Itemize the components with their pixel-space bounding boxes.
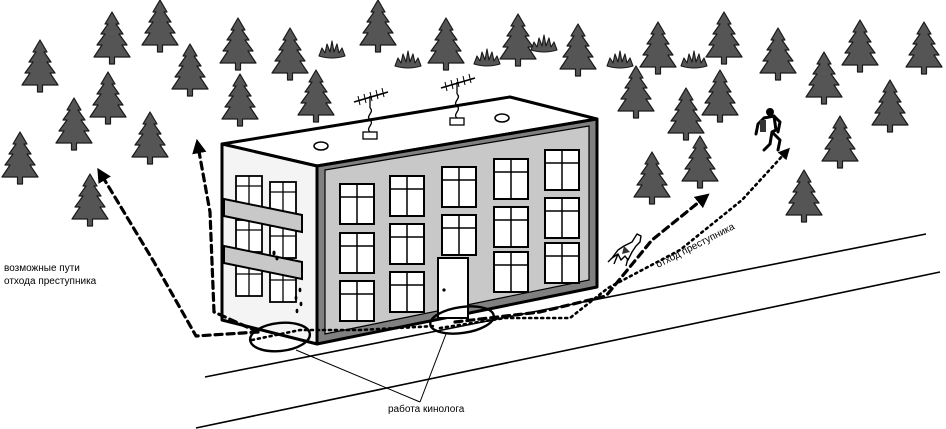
- spruce-tree-icon: [171, 43, 209, 97]
- bush-icon: [473, 48, 501, 67]
- spruce-tree-icon: [617, 65, 655, 119]
- street-edge-far: [195, 271, 941, 429]
- dog-handler-work-label: работа кинолога: [388, 403, 465, 415]
- apartment-building: [220, 73, 599, 346]
- roof-vent: [494, 113, 510, 123]
- escape-paths-label-line2: отхода преступника: [4, 276, 97, 287]
- escape-routes: [97, 138, 790, 342]
- spruce-tree-icon: [705, 11, 743, 65]
- spruce-tree-icon: [633, 151, 671, 205]
- dog-handler-zone-left: [248, 321, 312, 353]
- spruce-tree-icon: [821, 115, 859, 169]
- spruce-tree-icon: [639, 21, 677, 75]
- spruce-tree-icon: [559, 23, 597, 77]
- bush-icon: [680, 50, 708, 69]
- spruce-tree-icon: [141, 0, 179, 53]
- balcony: [223, 197, 303, 234]
- spruce-tree-icon: [871, 79, 909, 133]
- escape-path-up: [192, 138, 260, 334]
- spruce-tree-icon: [905, 21, 943, 75]
- spruce-tree-icon: [219, 17, 257, 71]
- entrance-door: [437, 257, 469, 319]
- spruce-tree-icon: [427, 17, 465, 71]
- spruce-tree-icon: [785, 169, 823, 223]
- spruce-tree-icon: [841, 19, 879, 73]
- dog-handler-zones: [248, 305, 495, 353]
- spruce-tree-icon: [93, 11, 131, 65]
- spruce-tree-icon: [21, 39, 59, 93]
- escape-path-left: [97, 167, 260, 338]
- criminal-track-dotted: [438, 147, 790, 330]
- dog-handler-zone-front: [429, 305, 495, 335]
- spruce-tree-icon: [271, 27, 309, 81]
- label-leader-lines: [295, 333, 447, 403]
- spruce-tree-icon: [71, 173, 109, 227]
- dog-track-dotted: [250, 324, 438, 342]
- bush-icon: [530, 34, 558, 53]
- spruce-tree-icon: [805, 51, 843, 105]
- escape-path-right: [453, 193, 710, 324]
- roof-vent: [313, 141, 329, 151]
- search-dog-icon: [607, 233, 642, 267]
- spruce-tree-icon: [89, 71, 127, 125]
- escape-paths-label-line1: возможные пути: [4, 263, 80, 274]
- spruce-tree-icon: [131, 111, 169, 165]
- spruce-tree-icon: [221, 73, 259, 127]
- footprints-icon: [272, 250, 303, 314]
- spruce-tree-icon: [55, 97, 93, 151]
- spruce-tree-icon: [667, 87, 705, 141]
- bush-icon: [318, 40, 346, 59]
- spruce-tree-icon: [759, 27, 797, 81]
- spruce-tree-icon: [359, 0, 397, 53]
- bush-icon: [606, 50, 634, 69]
- spruce-tree-icon: [1, 131, 39, 185]
- spruce-tree-icon: [499, 13, 537, 67]
- bush-icon: [394, 50, 422, 69]
- fleeing-person-icon: [754, 108, 782, 152]
- spruce-tree-icon: [681, 135, 719, 189]
- spruce-tree-icon: [297, 69, 335, 123]
- spruce-tree-icon: [701, 69, 739, 123]
